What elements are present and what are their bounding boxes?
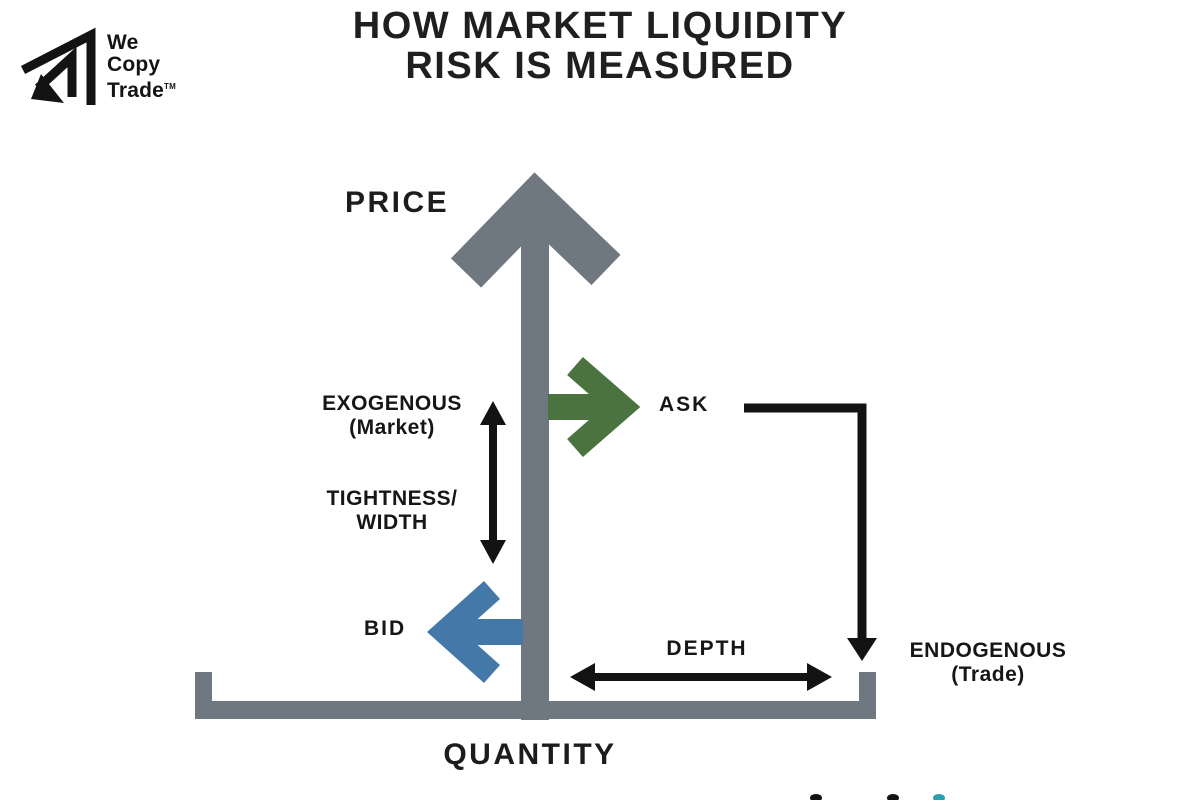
bid-label: BID — [364, 617, 407, 640]
tightness-line-1: TIGHTNESS/ — [326, 487, 458, 510]
tightness-line-2: WIDTH — [356, 510, 428, 534]
ask-arrow-icon — [548, 356, 641, 458]
wecopytrade-logo: We Copy TradeTM — [20, 26, 176, 108]
trademark-symbol: TM — [164, 82, 176, 91]
price-axis-arrow — [450, 172, 621, 720]
depth-double-arrow — [570, 663, 832, 691]
logo-line-3: TradeTM — [107, 79, 176, 102]
title-line-2: RISK IS MEASURED — [405, 45, 795, 87]
cutoff-text-remnant — [810, 794, 945, 800]
tightness-width-label: TIGHTNESS/ WIDTH — [302, 487, 482, 534]
wecopytrade-logo-icon — [20, 27, 96, 105]
quantity-axis-label: QUANTITY — [443, 738, 617, 771]
title-line-1: HOW MARKET LIQUIDITY — [352, 5, 848, 47]
endogenous-line-2: (Trade) — [951, 662, 1025, 686]
exogenous-line-1: EXOGENOUS — [322, 392, 462, 415]
endogenous-line-1: ENDOGENOUS — [909, 639, 1067, 662]
page-title: HOW MARKET LIQUIDITY RISK IS MEASURED — [0, 6, 1200, 86]
tightness-double-arrow — [480, 401, 506, 564]
ask-label: ASK — [659, 393, 710, 416]
wecopytrade-logo-text: We Copy TradeTM — [107, 32, 176, 102]
price-axis-label: PRICE — [345, 186, 450, 219]
logo-line-1: We — [107, 31, 139, 54]
depth-label: DEPTH — [666, 637, 748, 660]
endogenous-elbow-arrow — [744, 403, 877, 661]
logo-line-2: Copy — [107, 53, 161, 76]
exogenous-line-2: (Market) — [349, 415, 435, 439]
endogenous-label: ENDOGENOUS (Trade) — [888, 639, 1088, 686]
bid-arrow-icon — [426, 581, 523, 683]
exogenous-label: EXOGENOUS (Market) — [302, 392, 482, 439]
quantity-axis — [195, 672, 876, 719]
